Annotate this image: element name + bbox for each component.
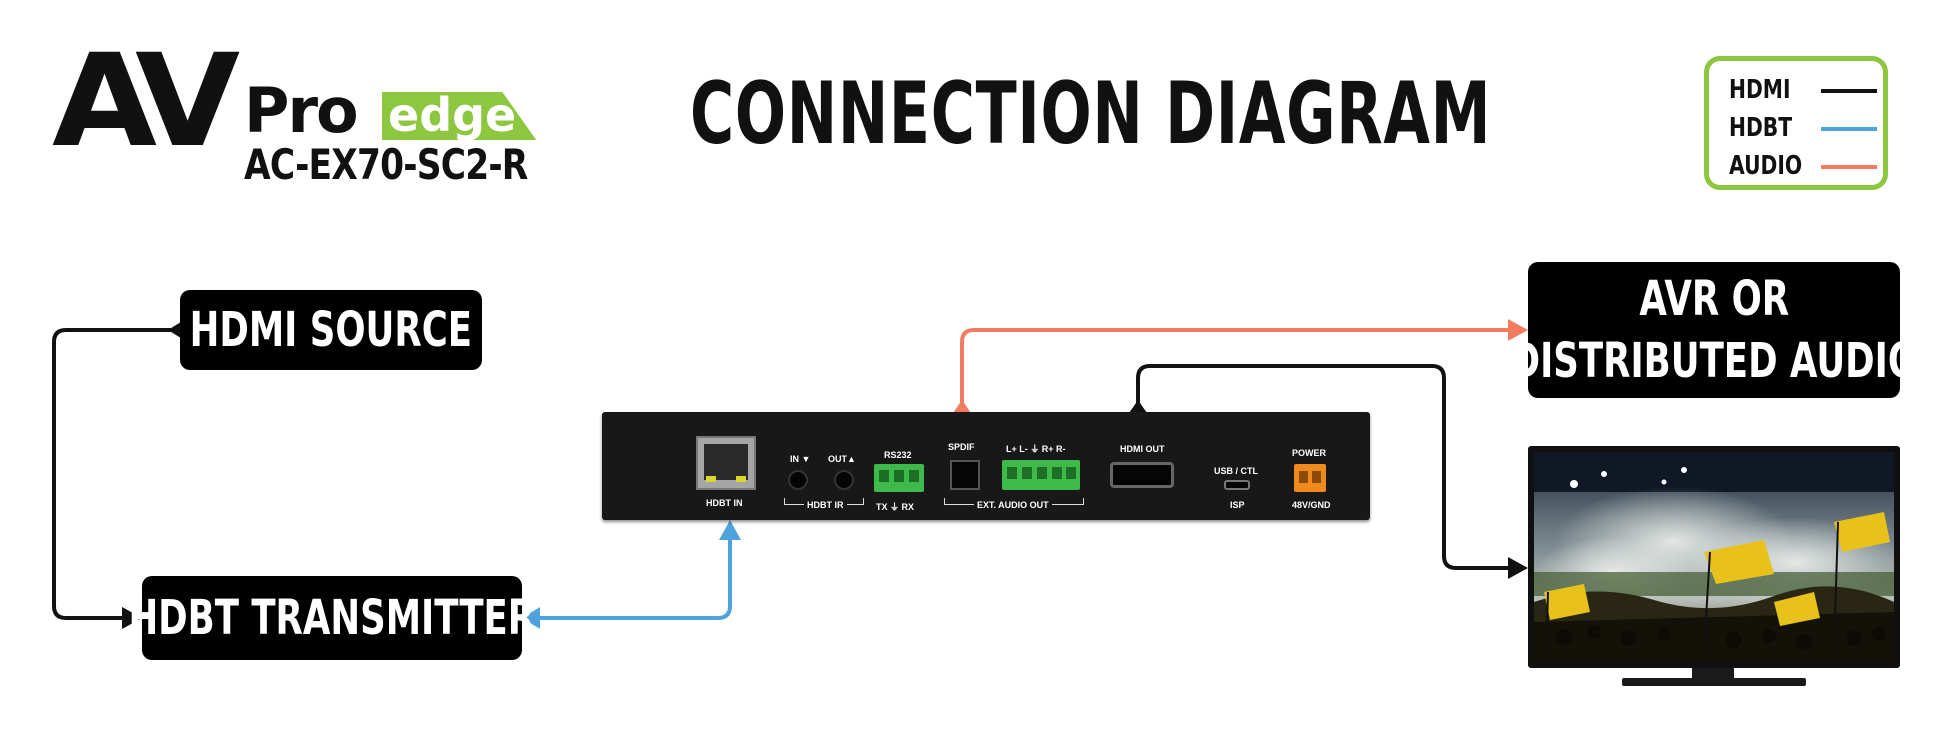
audio-line bbox=[960, 328, 1512, 408]
tv-stand-neck bbox=[1692, 668, 1734, 678]
spdif-port bbox=[950, 460, 980, 490]
spdif-label: SPDIF bbox=[948, 442, 975, 452]
avr-label: AVR OR DISTRIBUTED AUDIO bbox=[1510, 262, 1918, 398]
down-triangle-icon: ▼ bbox=[801, 454, 811, 464]
hdmi-source-text: HDMI SOURCE bbox=[189, 302, 473, 358]
line-legend: HDMI HDBT AUDIO bbox=[1704, 56, 1888, 190]
ir-in-jack bbox=[788, 470, 808, 490]
power-pins-label: 48V/GND bbox=[1292, 500, 1331, 510]
arrowhead-hdbt-start bbox=[522, 607, 540, 629]
hdmi-out-label: HDMI OUT bbox=[1120, 444, 1165, 454]
page-title: CONNECTION DIAGRAM bbox=[690, 64, 1492, 164]
avr-line1-text: AVR OR bbox=[1639, 271, 1789, 327]
arrowhead-transmitter bbox=[122, 607, 142, 629]
legend-swatch-hdbt bbox=[1821, 127, 1877, 131]
isp-label: ISP bbox=[1230, 500, 1245, 510]
tv-stand-foot bbox=[1622, 678, 1806, 686]
up-triangle-icon: ▲ bbox=[847, 454, 856, 464]
arrowhead-tv bbox=[1508, 557, 1528, 579]
ir-out-label: OUT▲ bbox=[828, 454, 856, 464]
rs232-pins-label: TX ⏚ RX bbox=[876, 502, 915, 512]
model-number: AC-EX70-SC2-R bbox=[244, 140, 528, 189]
legend-row-hdmi: HDMI bbox=[1729, 75, 1879, 105]
hdbt-line bbox=[530, 534, 732, 620]
logo-edge-badge: edge bbox=[382, 92, 537, 140]
legend-swatch-audio bbox=[1821, 165, 1877, 169]
power-terminal bbox=[1294, 464, 1326, 492]
power-label: POWER bbox=[1292, 448, 1327, 458]
television bbox=[1528, 446, 1900, 668]
hdbt-in-port bbox=[696, 436, 756, 490]
ir-in-text: IN bbox=[790, 454, 799, 464]
hdbt-ir-label: HDBT IR bbox=[804, 500, 847, 510]
hdbt-transmitter-label: HDBT TRANSMITTER bbox=[129, 576, 535, 660]
hdbt-transmitter-text: HDBT TRANSMITTER bbox=[128, 590, 536, 646]
legend-label-audio: AUDIO bbox=[1729, 151, 1803, 181]
hdmi-line-source-to-transmitter bbox=[52, 328, 180, 620]
legend-label-hdbt: HDBT bbox=[1729, 113, 1793, 143]
legend-row-hdbt: HDBT bbox=[1729, 113, 1879, 143]
usb-port bbox=[1224, 480, 1250, 490]
hdmi-source-label: HDMI SOURCE bbox=[180, 290, 482, 370]
brand-logo: AV Pro edge AC-EX70-SC2-R bbox=[52, 27, 537, 189]
tv-screen-image bbox=[1534, 452, 1894, 662]
ir-out-text: OUT bbox=[828, 454, 847, 464]
logo-av-text: AV bbox=[52, 27, 240, 176]
arrowhead-hdbt-in bbox=[719, 520, 741, 540]
hdbt-in-label: HDBT IN bbox=[706, 498, 743, 508]
ext-audio-out-label: EXT. AUDIO OUT bbox=[974, 500, 1052, 510]
rs232-label: RS232 bbox=[884, 450, 912, 460]
usb-label: USB / CTL bbox=[1214, 466, 1258, 476]
legend-label-hdmi: HDMI bbox=[1729, 75, 1791, 105]
legend-row-audio: AUDIO bbox=[1729, 151, 1879, 181]
ir-out-jack bbox=[834, 470, 854, 490]
arrowhead-avr bbox=[1508, 319, 1528, 341]
rs232-terminal bbox=[874, 464, 924, 492]
avr-line2-text: DISTRIBUTED AUDIO bbox=[1510, 333, 1918, 389]
audio-pins-label: L+ L- ⏚ R+ R- bbox=[1006, 444, 1066, 454]
legend-swatch-hdmi bbox=[1821, 89, 1877, 93]
hdmi-out-port bbox=[1110, 462, 1174, 488]
audio-terminal bbox=[1002, 460, 1080, 490]
hdmi-line-device-to-tv bbox=[1136, 364, 1512, 570]
receiver-device-panel: HDBT IN IN ▼ OUT▲ HDBT IR RS232 TX ⏚ RX … bbox=[602, 412, 1370, 520]
logo-pro-text: Pro bbox=[244, 74, 359, 147]
ir-in-label: IN ▼ bbox=[790, 454, 810, 464]
